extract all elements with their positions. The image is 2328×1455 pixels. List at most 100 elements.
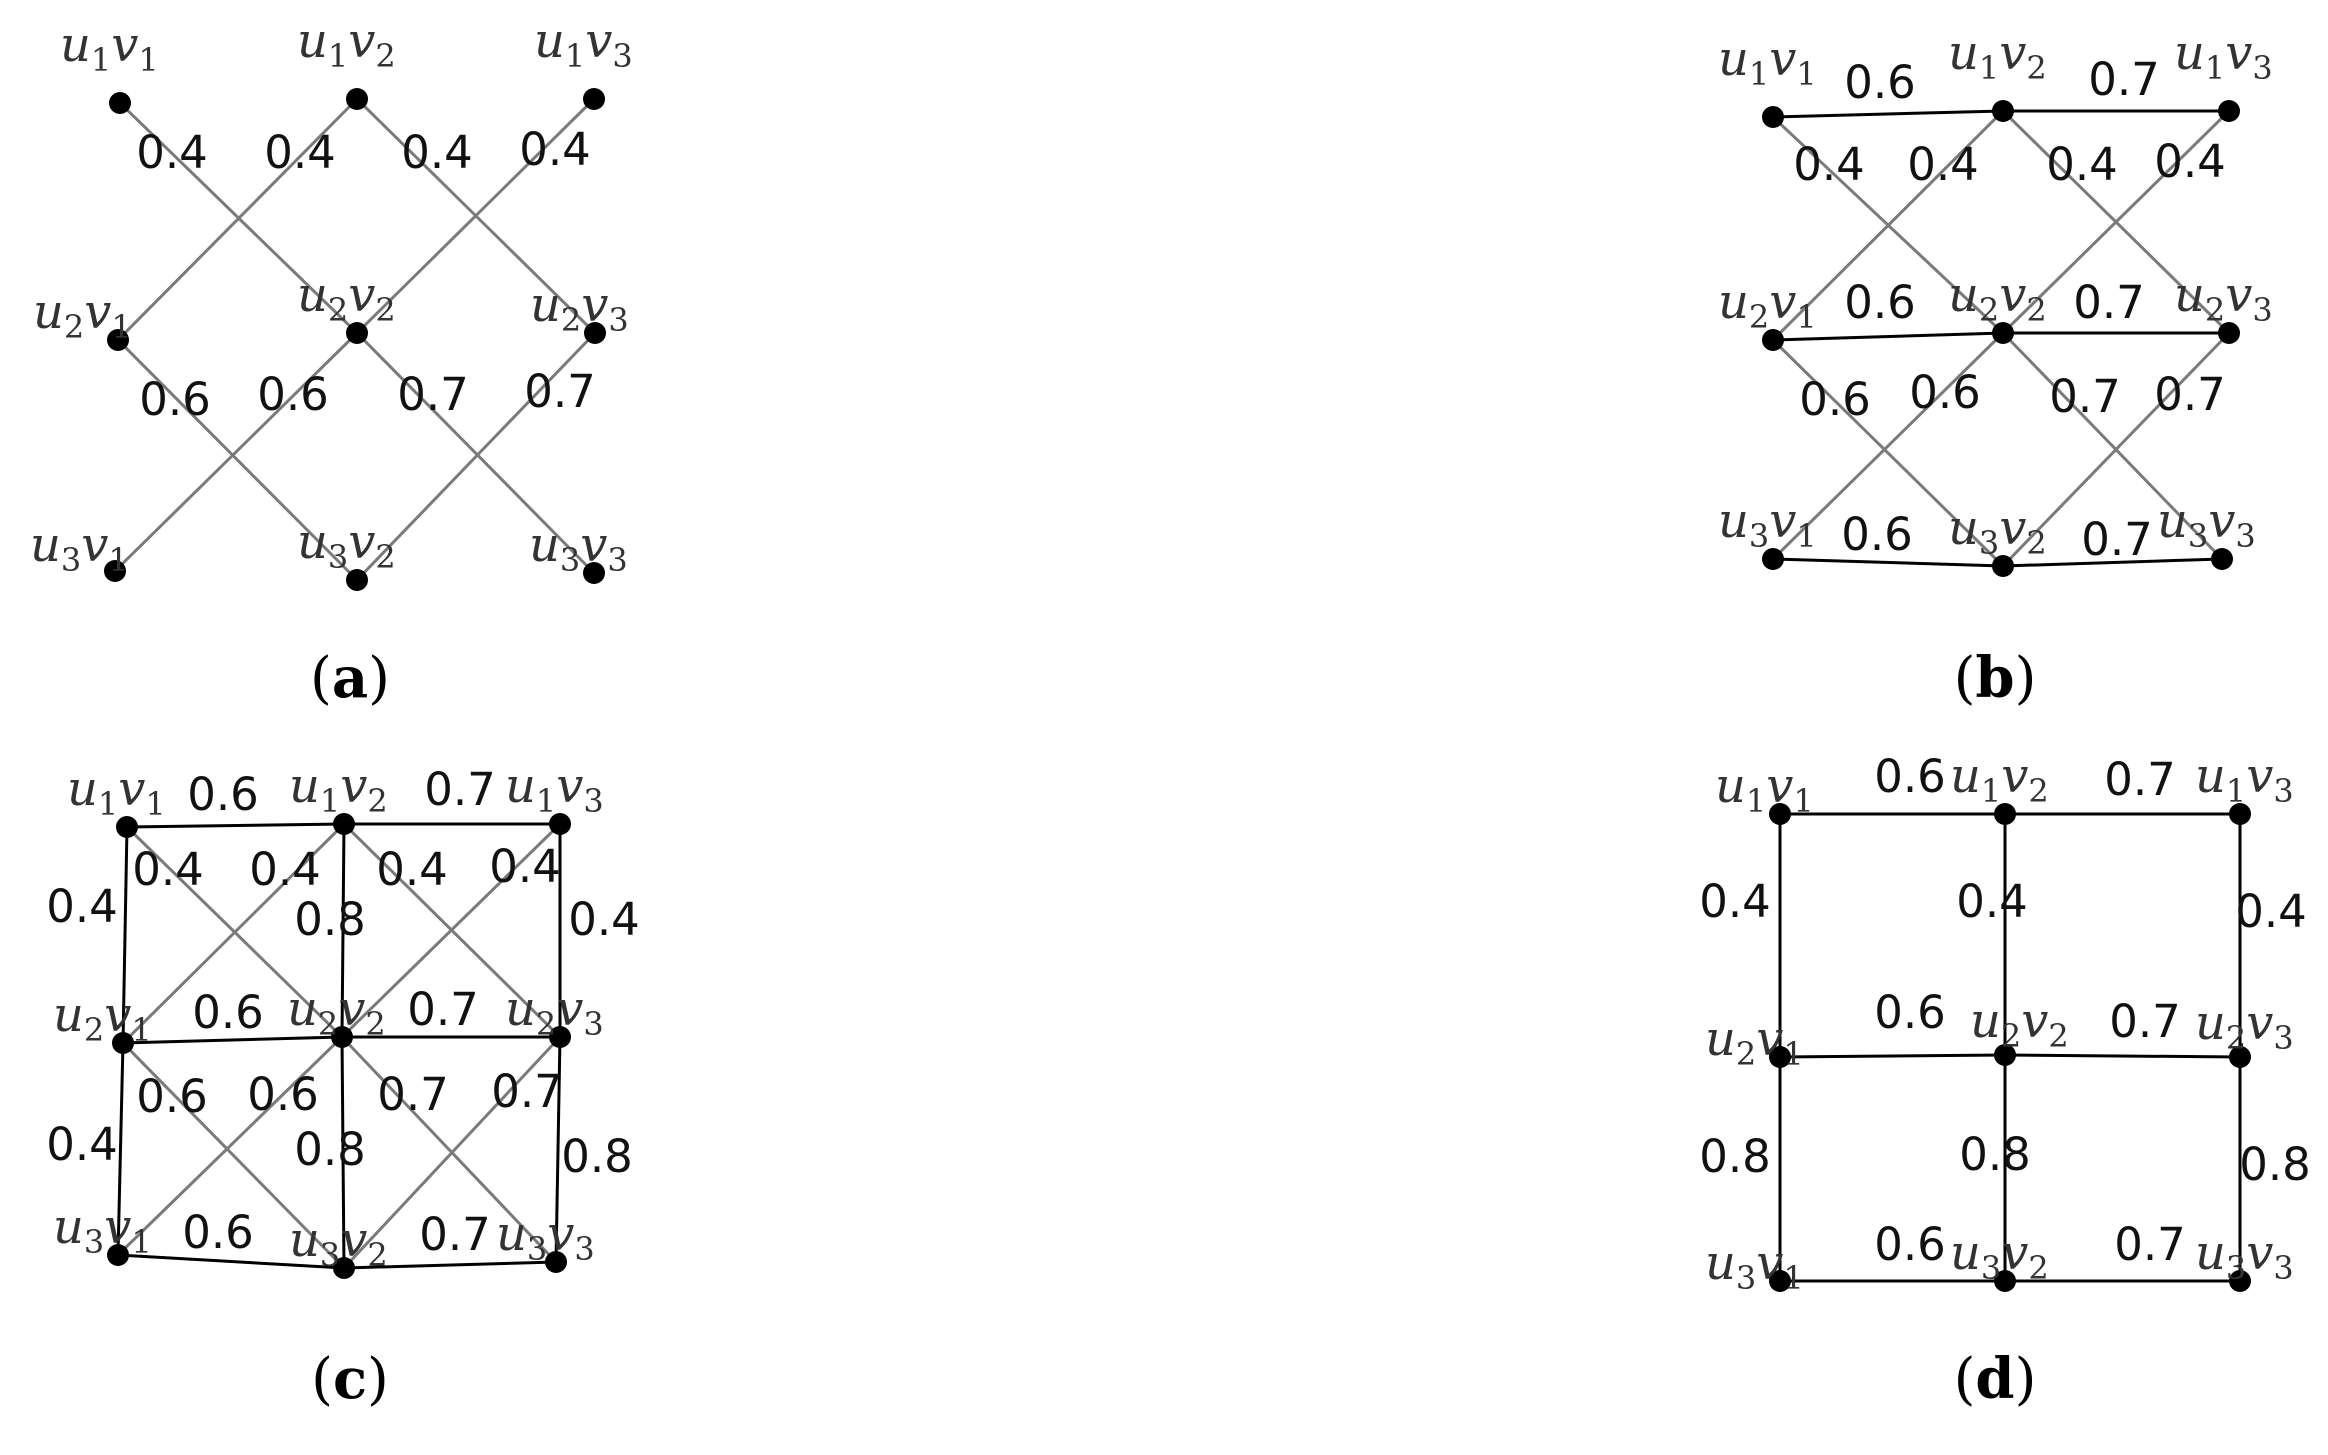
edge-u1v1-u2v1: [121, 826, 129, 1044]
edge-u2v2-u3v3: [355, 331, 596, 575]
node-u3v2: [1994, 1270, 2016, 1292]
edge-weight-label: 0.6: [192, 986, 264, 1039]
node-u2v2: [346, 322, 368, 344]
edge-weight-label: 0.6: [1909, 366, 1981, 419]
edge-u2v1-u2v2: [1779, 1053, 2006, 1059]
panel-caption-d: (d): [1954, 1346, 2037, 1412]
node-label-u1v2: u1v2: [297, 13, 396, 75]
edge-weight-label: 0.4: [1699, 875, 1771, 928]
edge-u2v3-u3v2: [342, 1035, 562, 1270]
edge-u2v1-u3v1: [116, 1042, 125, 1256]
edge-u2v1-u3v2: [121, 1041, 346, 1270]
edge-weight-label: 0.4: [2154, 135, 2226, 188]
edge-u3v1-u3v2: [117, 1253, 345, 1270]
edge-u2v3-u3v2: [2001, 331, 2231, 568]
edge-weight-label: 0.6: [1841, 508, 1913, 561]
edge-weight-label: 0.7: [407, 983, 479, 1036]
node-u1v3: [583, 88, 605, 110]
node-label-u2v1: u2v1: [53, 987, 152, 1049]
edge-u1v3-u2v2: [2001, 109, 2231, 335]
edge-weight-label: 0.7: [491, 1065, 563, 1118]
edge-u2v1-u3v2: [1771, 338, 2005, 568]
edge-weight-label: 0.6: [1799, 373, 1871, 426]
edge-u2v2-u3v3: [2001, 331, 2224, 561]
node-u3v2: [346, 569, 368, 591]
edge-weight-label: 0.4: [519, 123, 591, 176]
edge-u1v3-u2v2: [355, 97, 596, 335]
node-u1v2: [1992, 100, 2014, 122]
edge-u2v3-u3v2: [355, 331, 597, 582]
edge-u3v2-u3v3: [343, 1260, 557, 1270]
edge-weight-label: 0.6: [139, 373, 211, 426]
node-label-u3v2: u3v2: [1948, 500, 2047, 562]
edge-weight-label: 0.4: [568, 893, 640, 946]
node-label-u1v3: u1v3: [2195, 748, 2294, 810]
node-label-u2v3: u2v3: [2195, 995, 2294, 1057]
edge-weight-label: 0.4: [2046, 138, 2118, 191]
edge-u2v3-u3v3: [554, 1036, 562, 1263]
node-label-u3v2: u3v2: [297, 514, 396, 576]
edge-u2v1-u2v2: [1772, 331, 2004, 342]
edge-weight-label: 0.4: [1907, 138, 1979, 191]
edge-weight-label: 0.6: [247, 1068, 319, 1121]
node-u3v1: [1769, 1270, 1791, 1292]
node-u2v1: [1769, 1046, 1791, 1068]
edge-weight-label: 0.4: [376, 843, 448, 896]
edge-weight-label: 0.4: [249, 843, 321, 896]
node-label-u2v2: u2v2: [1948, 267, 2047, 329]
panel-caption-a: (a): [310, 645, 390, 711]
node-u1v2: [346, 88, 368, 110]
node-u1v1: [1762, 106, 1784, 128]
edge-weight-label: 0.6: [1874, 750, 1946, 803]
edge-weight-label: 0.7: [2104, 753, 2176, 806]
edge-weight-label: 0.6: [1844, 276, 1916, 329]
edge-weight-label: 0.8: [1699, 1130, 1771, 1183]
node-label-u2v1: u2v1: [33, 284, 132, 346]
node-u1v1: [109, 92, 131, 114]
edge-weight-label: 0.8: [561, 1130, 633, 1183]
node-u1v1: [116, 816, 138, 838]
node-label-u1v2: u1v2: [1950, 748, 2049, 810]
node-u1v3: [2229, 803, 2251, 825]
node-u2v1: [107, 329, 129, 351]
node-label-u2v2: u2v2: [297, 267, 396, 329]
edge-u1v1-u1v2: [1772, 109, 2004, 119]
node-label-u1v3: u1v3: [534, 13, 633, 75]
node-u2v1: [1762, 329, 1784, 351]
edge-weight-label: 0.8: [294, 1123, 366, 1176]
edge-weight-label: 0.8: [2239, 1138, 2311, 1191]
edge-u3v2-u3v3: [2002, 557, 2223, 568]
node-u2v2: [331, 1026, 353, 1048]
edge-u2v2-u3v2: [340, 1036, 346, 1269]
edge-weight-label: 0.4: [264, 126, 336, 179]
node-label-u1v1: u1v1: [60, 17, 159, 79]
node-label-u1v1: u1v1: [67, 761, 166, 823]
edge-weight-label: 0.7: [2154, 368, 2226, 421]
node-label-u2v1: u2v1: [1718, 274, 1817, 336]
edge-weight-label: 0.6: [1874, 1218, 1946, 1271]
edge-u2v2-u3v1: [1771, 331, 2005, 561]
edge-weight-label: 0.7: [2049, 370, 2121, 423]
node-label-u1v2: u1v2: [289, 758, 388, 820]
node-label-u3v1: u3v1: [53, 1199, 152, 1261]
node-u3v2: [333, 1257, 355, 1279]
node-u3v3: [2229, 1270, 2251, 1292]
edge-weight-label: 0.6: [136, 1070, 208, 1123]
node-u3v1: [104, 560, 126, 582]
node-label-u2v2: u2v2: [287, 981, 386, 1043]
node-u1v2: [333, 813, 355, 835]
edge-weight-label: 0.7: [2114, 1218, 2186, 1271]
edge-weight-label: 0.4: [46, 1118, 118, 1171]
edge-weight-label: 0.4: [136, 126, 208, 179]
edge-u2v2-u3v1: [116, 1035, 344, 1257]
node-label-u1v3: u1v3: [2174, 25, 2273, 87]
edge-weight-label: 0.7: [397, 368, 469, 421]
node-u2v2: [1992, 322, 2014, 344]
edge-u2v2-u3v3: [340, 1035, 558, 1264]
node-label-u3v3: u3v3: [529, 517, 628, 579]
panel-caption-c: (c): [311, 1346, 389, 1412]
edge-u1v2-u2v1: [121, 822, 346, 1045]
